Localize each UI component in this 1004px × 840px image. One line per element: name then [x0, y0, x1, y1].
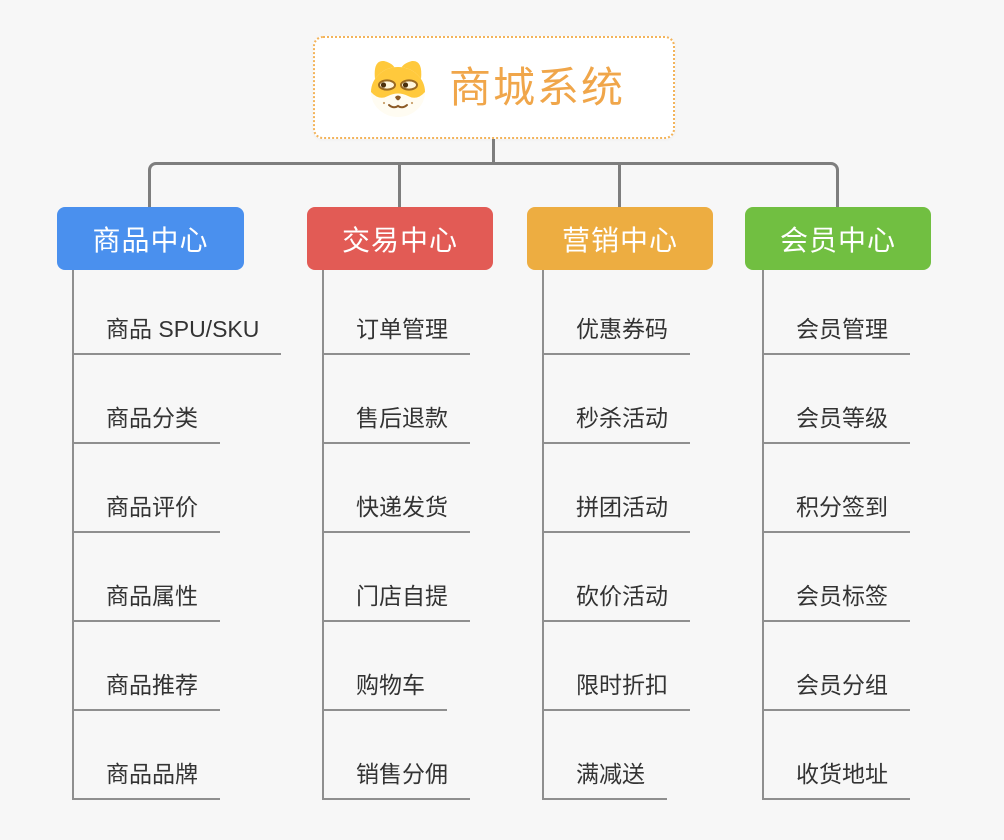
branch-header-3[interactable]: 营销中心 [527, 207, 713, 270]
connector-drop-branch-3 [618, 165, 621, 207]
mindmap-leaf-item[interactable]: 会员分组 [762, 670, 910, 711]
mindmap-leaf-item[interactable]: 收货地址 [762, 759, 910, 800]
mindmap-leaf-item[interactable]: 商品评价 [72, 492, 220, 533]
mindmap-leaf-item[interactable]: 会员标签 [762, 581, 910, 622]
branch-header-2[interactable]: 交易中心 [307, 207, 493, 270]
mindmap-leaf-item[interactable]: 销售分佣 [322, 759, 470, 800]
mindmap-leaf-item[interactable]: 购物车 [322, 670, 447, 711]
mindmap-leaf-item[interactable]: 秒杀活动 [542, 403, 690, 444]
mindmap-leaf-item[interactable]: 会员等级 [762, 403, 910, 444]
mindmap-leaf-item[interactable]: 限时折扣 [542, 670, 690, 711]
connector-drop-branch-2 [398, 165, 401, 207]
branch-trunk-3 [542, 270, 544, 800]
mindmap-leaf-item[interactable]: 商品品牌 [72, 759, 220, 800]
connector-root-drop [492, 139, 495, 164]
doge-icon [363, 57, 433, 119]
branch-trunk-1 [72, 270, 74, 800]
mindmap-leaf-item[interactable]: 满减送 [542, 759, 667, 800]
mindmap-leaf-item[interactable]: 砍价活动 [542, 581, 690, 622]
mindmap-leaf-item[interactable]: 商品 SPU/SKU [72, 314, 282, 355]
mindmap-leaf-item[interactable]: 快递发货 [322, 492, 470, 533]
mindmap-leaf-item[interactable]: 积分签到 [762, 492, 910, 533]
mindmap-leaf-item[interactable]: 优惠券码 [542, 314, 690, 355]
connector-bus-line [148, 162, 839, 207]
mindmap-leaf-item[interactable]: 售后退款 [322, 403, 470, 444]
root-node[interactable]: 商城系统 [313, 36, 675, 139]
mindmap-leaf-item[interactable]: 拼团活动 [542, 492, 690, 533]
mindmap-leaf-item[interactable]: 商品属性 [72, 581, 220, 622]
mindmap-leaf-item[interactable]: 商品推荐 [72, 670, 220, 711]
branch-trunk-4 [762, 270, 764, 800]
root-title: 商城系统 [448, 63, 625, 111]
branch-header-1[interactable]: 商品中心 [57, 207, 244, 270]
mindmap-leaf-item[interactable]: 门店自提 [322, 581, 470, 622]
mindmap-leaf-item[interactable]: 会员管理 [762, 314, 910, 355]
mindmap-leaf-item[interactable]: 订单管理 [322, 314, 470, 355]
branch-trunk-2 [322, 270, 324, 800]
mindmap-leaf-item[interactable]: 商品分类 [72, 403, 220, 444]
branch-header-4[interactable]: 会员中心 [745, 207, 931, 270]
